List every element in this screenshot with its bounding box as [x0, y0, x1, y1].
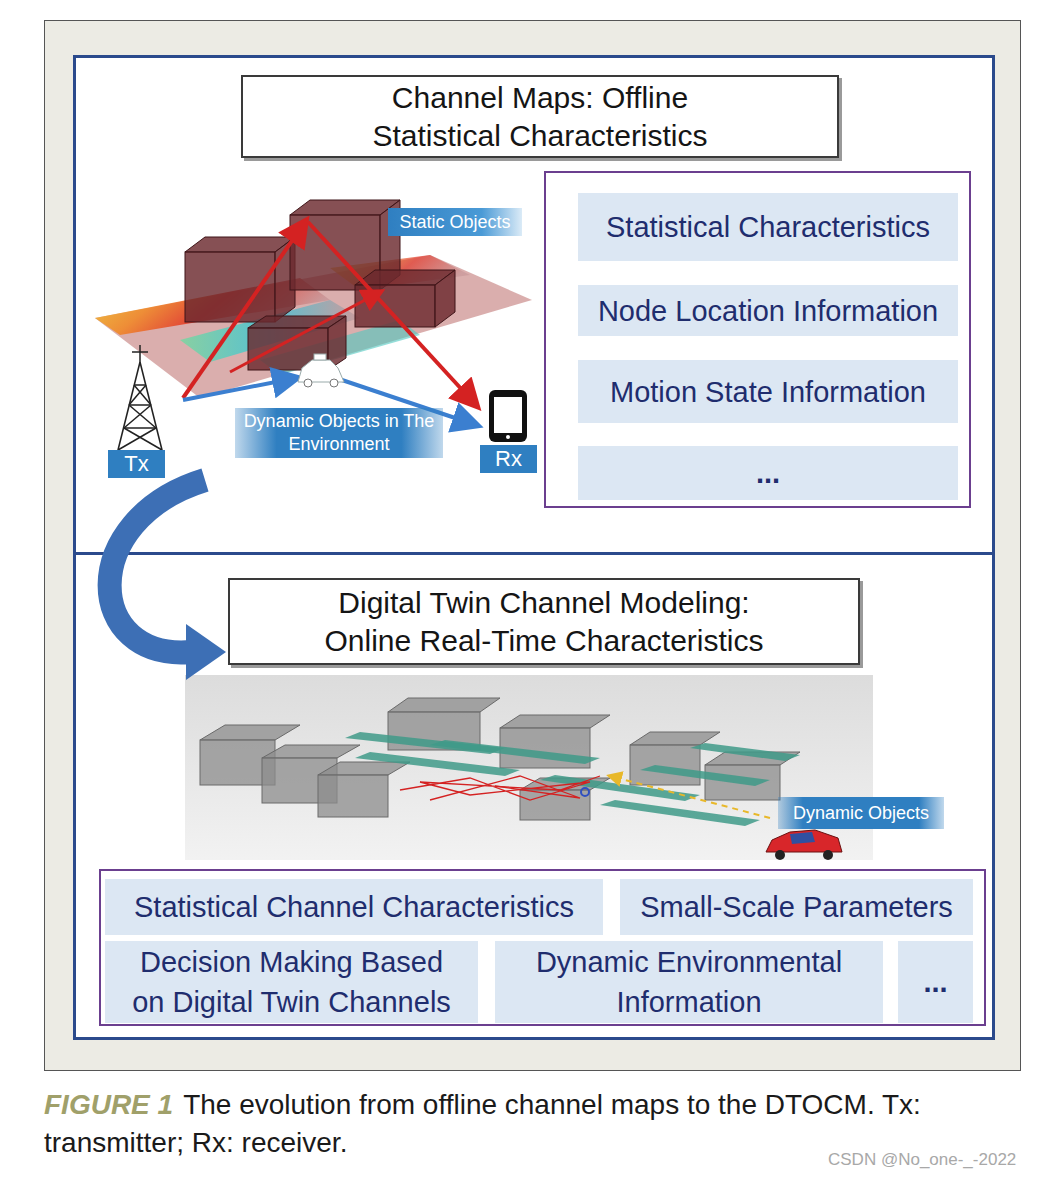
scene-tag: Rx	[480, 445, 537, 473]
item-box: Statistical Channel Characteristics	[105, 879, 603, 935]
figure-caption-block: FIGURE 1The evolution from offline chann…	[44, 1086, 1019, 1162]
section-heading: Digital Twin Channel Modeling: Online Re…	[228, 578, 860, 665]
item-box: Decision Making Based on Digital Twin Ch…	[105, 941, 478, 1023]
scene-tag: Dynamic Objects in The Environment	[235, 408, 443, 458]
section-panel: Channel Maps: Offline Statistical Charac…	[73, 55, 995, 555]
figure-number: FIGURE 1	[44, 1089, 173, 1120]
caption-text: The evolution from offline channel maps …	[44, 1089, 921, 1158]
item-box: Statistical Characteristics	[578, 193, 958, 261]
item-box: Node Location Information	[578, 285, 958, 336]
item-box: ...	[898, 941, 973, 1023]
arrow-head	[186, 624, 226, 680]
scene-tag: Static Objects	[388, 208, 522, 236]
item-text: Decision Making Based on Digital Twin Ch…	[109, 942, 474, 1022]
item-box: ...	[578, 446, 958, 500]
item-text: ...	[923, 962, 947, 1002]
item-text: Statistical Characteristics	[606, 207, 930, 247]
item-text: Node Location Information	[598, 291, 938, 331]
flow-arrow	[110, 480, 226, 680]
watermark: CSDN @No_one-_-2022	[828, 1150, 1016, 1170]
item-box: Small-Scale Parameters	[620, 879, 973, 935]
item-box: Dynamic Environmental Information	[495, 941, 883, 1023]
item-text: ...	[756, 453, 780, 493]
scene-tag: Dynamic Objects	[778, 797, 944, 829]
scene-tag: Tx	[108, 450, 165, 478]
section-heading: Channel Maps: Offline Statistical Charac…	[241, 75, 839, 158]
flow-arrow-shaft	[110, 480, 205, 652]
item-box: Motion State Information	[578, 360, 958, 423]
item-text: Dynamic Environmental Information	[499, 942, 879, 1022]
item-text: Motion State Information	[610, 372, 926, 412]
item-text: Statistical Channel Characteristics	[134, 887, 574, 927]
section-panel: Digital Twin Channel Modeling: Online Re…	[73, 552, 995, 1040]
item-text: Small-Scale Parameters	[640, 887, 953, 927]
